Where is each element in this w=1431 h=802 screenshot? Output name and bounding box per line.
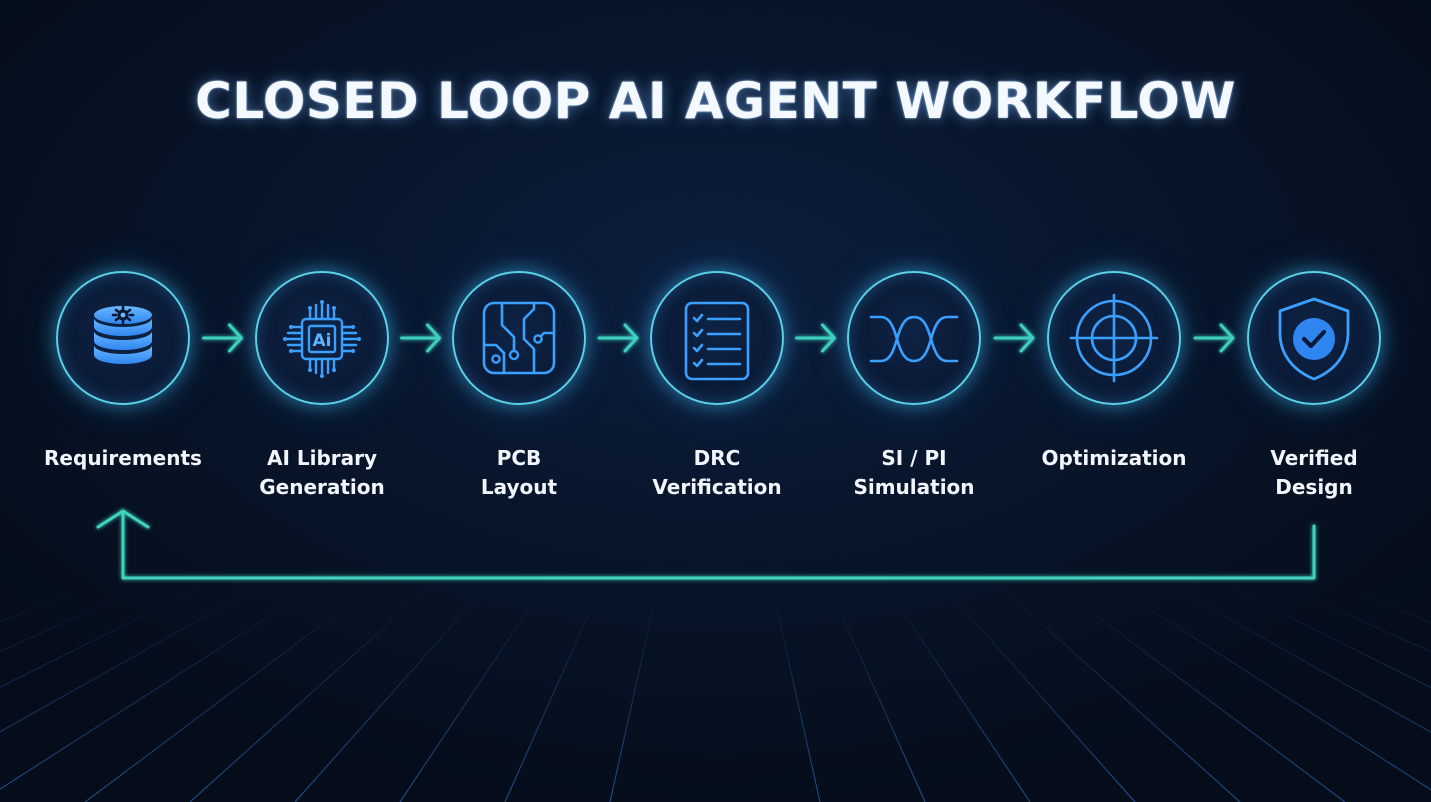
grid-line (0, 584, 92, 623)
crosshair-target-icon (1069, 293, 1159, 383)
step-si-pi-simulation-node (847, 271, 981, 405)
step-optimization-node (1047, 271, 1181, 405)
grid-line (1225, 584, 1431, 689)
step-ai-library-generation-node: Ai (255, 271, 389, 405)
step-label-line: AI Library (266, 446, 378, 470)
feedback-loop-arrowhead (96, 509, 150, 529)
step-label-line: Simulation (853, 475, 975, 499)
step-label-line: Generation (259, 475, 385, 499)
flow-arrow-ai-library-generation-to-pcb-layout (400, 323, 441, 353)
grid-line (609, 584, 659, 802)
grid-line (1168, 584, 1431, 733)
pcb-board-icon (482, 301, 556, 375)
step-label-line: Optimization (1041, 446, 1187, 470)
flow-arrow-drc-verification-to-si-pi-simulation (795, 323, 836, 353)
grid-line (998, 584, 1241, 802)
checklist-icon (684, 301, 750, 381)
step-label-line: Design (1275, 475, 1353, 499)
flow-arrow-pcb-layout-to-drc-verification (597, 323, 639, 353)
grid-line (941, 584, 1136, 802)
step-label-optimization: Optimization (1014, 444, 1214, 473)
grid-line (0, 584, 148, 652)
step-label-line: DRC (693, 446, 741, 470)
grid-line (1055, 584, 1346, 802)
eye-diagram-icon (869, 315, 959, 363)
grid-line (0, 584, 262, 733)
grid-line (827, 584, 926, 802)
grid-line (399, 584, 546, 802)
grid-line (0, 584, 205, 688)
flow-arrow-si-pi-simulation-to-optimization (993, 323, 1035, 353)
step-label-pcb-layout: PCB Layout (419, 444, 619, 502)
step-label-ai-library-generation: AI Library Generation (222, 444, 422, 502)
svg-text:Ai: Ai (313, 331, 332, 351)
step-label-si-pi-simulation: SI / PI Simulation (814, 444, 1014, 502)
shield-check-icon (1278, 297, 1350, 381)
step-label-line: PCB (496, 446, 542, 470)
step-label-line: SI / PI (881, 446, 947, 470)
step-label-line: Requirements (44, 446, 202, 470)
ai-chip-icon: Ai (283, 300, 361, 378)
grid-line (504, 584, 603, 802)
database-gear-icon (94, 305, 152, 364)
grid-line (1282, 584, 1431, 653)
page-title: CLOSED LOOP AI AGENT WORKFLOW (195, 72, 1236, 130)
grid-line (189, 584, 432, 802)
grid-line (884, 584, 1031, 802)
grid-line (1111, 584, 1431, 791)
grid-line (0, 584, 319, 790)
step-label-line: Verification (652, 475, 782, 499)
grid-line (294, 584, 489, 802)
step-pcb-layout-node (452, 271, 586, 405)
step-verified-design-node (1247, 271, 1381, 405)
step-drc-verification-node (650, 271, 784, 405)
step-label-line: Verified (1270, 446, 1358, 470)
step-label-verified-design: Verified Design (1214, 444, 1414, 502)
grid-line (771, 584, 821, 802)
flow-arrow-optimization-to-verified-design (1193, 323, 1235, 353)
step-requirements-node (56, 271, 190, 405)
step-label-drc-verification: DRC Verification (617, 444, 817, 502)
grid-line (1338, 584, 1431, 624)
grid-line (84, 584, 375, 802)
step-label-line: Layout (480, 475, 558, 499)
flow-arrow-requirements-to-ai-library-generation (202, 323, 243, 353)
step-label-requirements: Requirements (23, 444, 223, 473)
feedback-loop-line (121, 510, 1316, 580)
